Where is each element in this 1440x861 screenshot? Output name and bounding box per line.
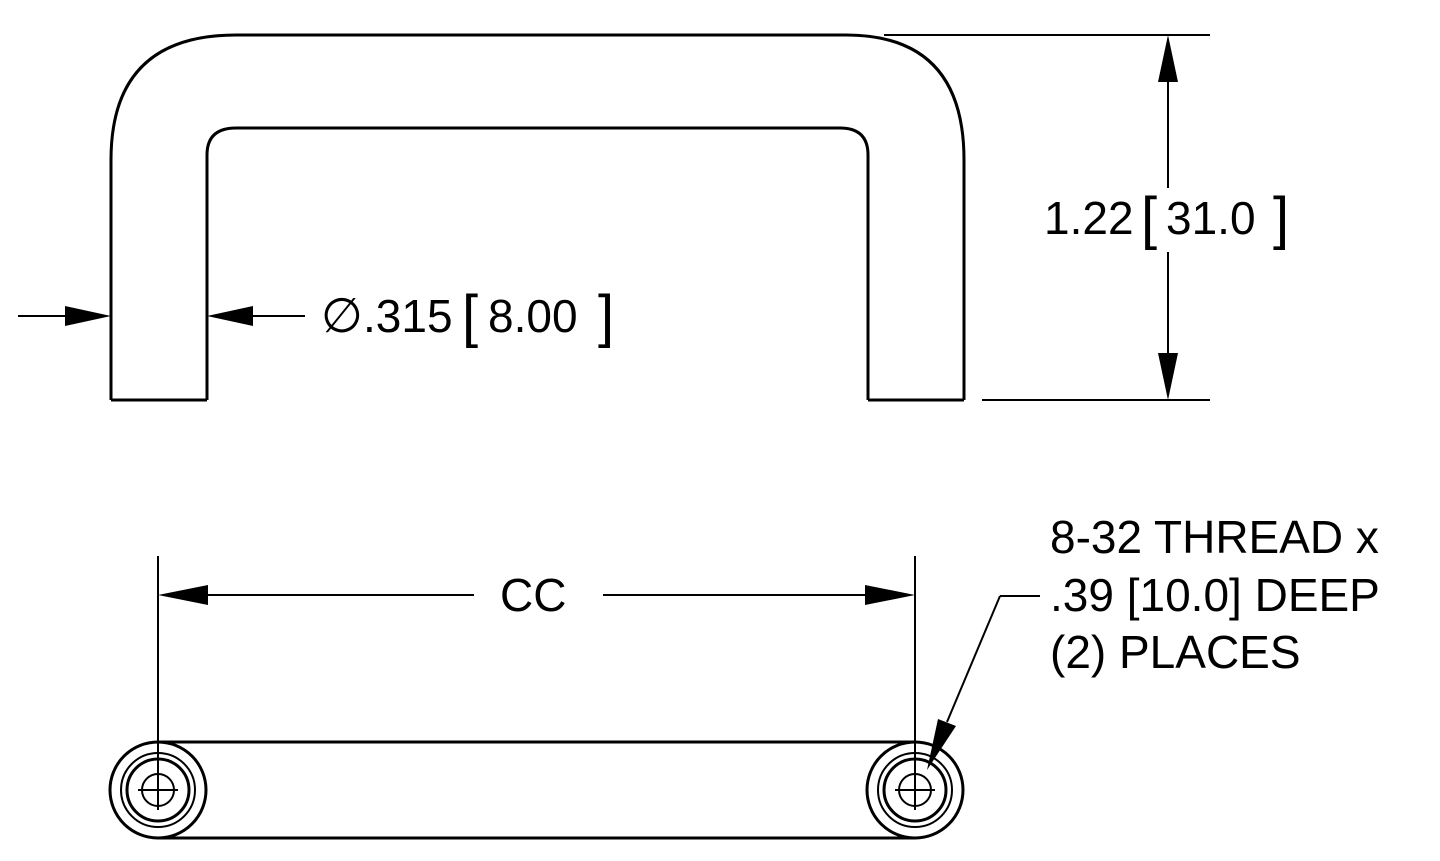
thread-note-leader-arrowhead: [927, 719, 956, 770]
cc-left-arrowhead: [158, 585, 208, 605]
diameter-symbol: ∅: [321, 288, 363, 344]
handle-inner-outline: [205, 126, 870, 400]
thread-note: 8-32 THREAD x .39 [10.0] DEEP (2) PLACES: [927, 511, 1380, 770]
right-end-outer-circle: [865, 740, 965, 840]
right-end-chamfer-circle: [882, 757, 948, 823]
diameter-dimension: ∅ .315 [ 8.00 ]: [18, 284, 614, 349]
left-threaded-end: [108, 740, 208, 840]
cc-right-arrowhead: [865, 585, 915, 605]
height-metric-value: 31.0: [1166, 192, 1256, 244]
left-end-outer-circle: [108, 740, 208, 840]
left-end-chamfer-circle: [125, 757, 191, 823]
height-bottom-arrowhead: [1158, 353, 1178, 400]
center-distance-dimension: CC: [157, 556, 916, 790]
diameter-metric-value: 8.00: [488, 290, 578, 342]
right-end-ring-circle: [877, 752, 953, 828]
diameter-inch-value: .315: [363, 290, 453, 342]
diameter-left-arrowhead: [65, 306, 111, 326]
right-threaded-end: [865, 740, 965, 840]
height-open-bracket: [: [1141, 186, 1157, 251]
height-top-arrowhead: [1158, 35, 1178, 82]
left-end-ring-circle: [120, 752, 196, 828]
diameter-right-arrowhead: [207, 306, 253, 326]
diameter-open-bracket: [: [462, 284, 478, 349]
thread-note-line-2: .39 [10.0] DEEP: [1050, 569, 1380, 621]
front-view: [109, 33, 966, 402]
center-distance-label: CC: [500, 569, 566, 621]
height-close-bracket: ]: [1273, 186, 1289, 251]
thread-note-leader-diagonal: [946, 595, 1001, 723]
height-dimension: 1.22 [ 31.0 ]: [884, 34, 1289, 401]
diameter-close-bracket: ]: [598, 284, 614, 349]
handle-outer-outline: [109, 33, 966, 400]
thread-note-line-3: (2) PLACES: [1050, 626, 1301, 678]
height-inch-value: 1.22: [1044, 192, 1134, 244]
thread-note-line-1: 8-32 THREAD x: [1050, 511, 1379, 563]
bottom-view: [108, 740, 965, 840]
